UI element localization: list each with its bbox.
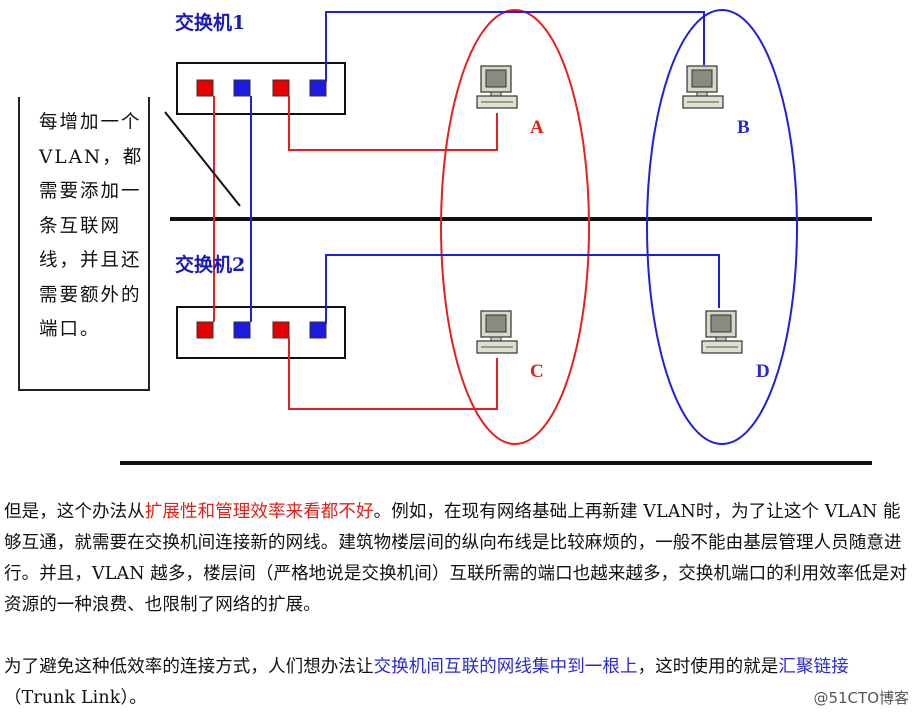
switch1-port-red-2 [272,79,290,97]
switch2-port-red-2 [272,321,290,339]
vlan-topology-diagram [120,9,872,465]
side-note: 每增加一个VLAN，都需要添加一条互联网线，并且还需要额外的端口。 [18,97,150,391]
switch1-port-blue-1 [233,79,251,97]
paragraph-1: 但是，这个办法从扩展性和管理效率来看都不好。例如，在现有网络基础上再新建 VLA… [4,497,914,621]
blue-vlan-ellipse [646,9,798,445]
computer-d-icon [701,310,743,354]
switch1-port-blue-2 [309,79,327,97]
switch2-port-blue-2 [309,321,327,339]
paragraph-2-blue-highlight-2: 汇聚链接 [778,657,849,677]
cable-switch1-to-a [288,96,498,151]
cable-switch2-to-c [288,338,498,410]
paragraph-2: 为了避免这种低效率的连接方式，人们想办法让交换机间互联的网线集中到一根上，这时使… [4,652,914,714]
switch2-port-red-1 [196,321,214,339]
switch2-port-blue-1 [233,321,251,339]
node-c-label: C [530,361,544,382]
computer-c-icon [476,310,518,354]
cable-switch1-to-b [325,11,705,82]
node-b-label: B [737,117,750,138]
computer-b-icon [682,65,724,109]
paragraph-1-part2: 。例如，在现有网络基础上再新建 VLAN时，为了让这个 VLAN 能够互通，就需… [4,502,908,615]
paragraph-2-part1: 为了避免这种低效率的连接方式，人们想办法让 [4,657,374,677]
switch1-title: 交换机1 [175,12,246,34]
paragraph-2-part2: ，这时使用的就是 [637,657,779,677]
watermark: @51CTO博客 [813,689,909,707]
red-vlan-ellipse [440,9,590,445]
note-pointer-line [164,111,241,207]
paragraph-2-blue-highlight-1: 交换机间互联的网线集中到一根上 [373,657,638,677]
node-d-label: D [756,361,770,382]
paragraph-1-red-highlight: 扩展性和管理效率来看都不好 [144,502,374,522]
paragraph-2-part3: （Trunk Link）。 [4,688,147,708]
computer-a-icon [476,65,518,109]
node-a-label: A [530,117,544,138]
paragraph-1-part1: 但是，这个办法从 [4,502,145,522]
switch2-title: 交换机2 [175,254,246,276]
cable-switch2-to-d [325,254,720,324]
switch1-port-red-1 [196,79,214,97]
